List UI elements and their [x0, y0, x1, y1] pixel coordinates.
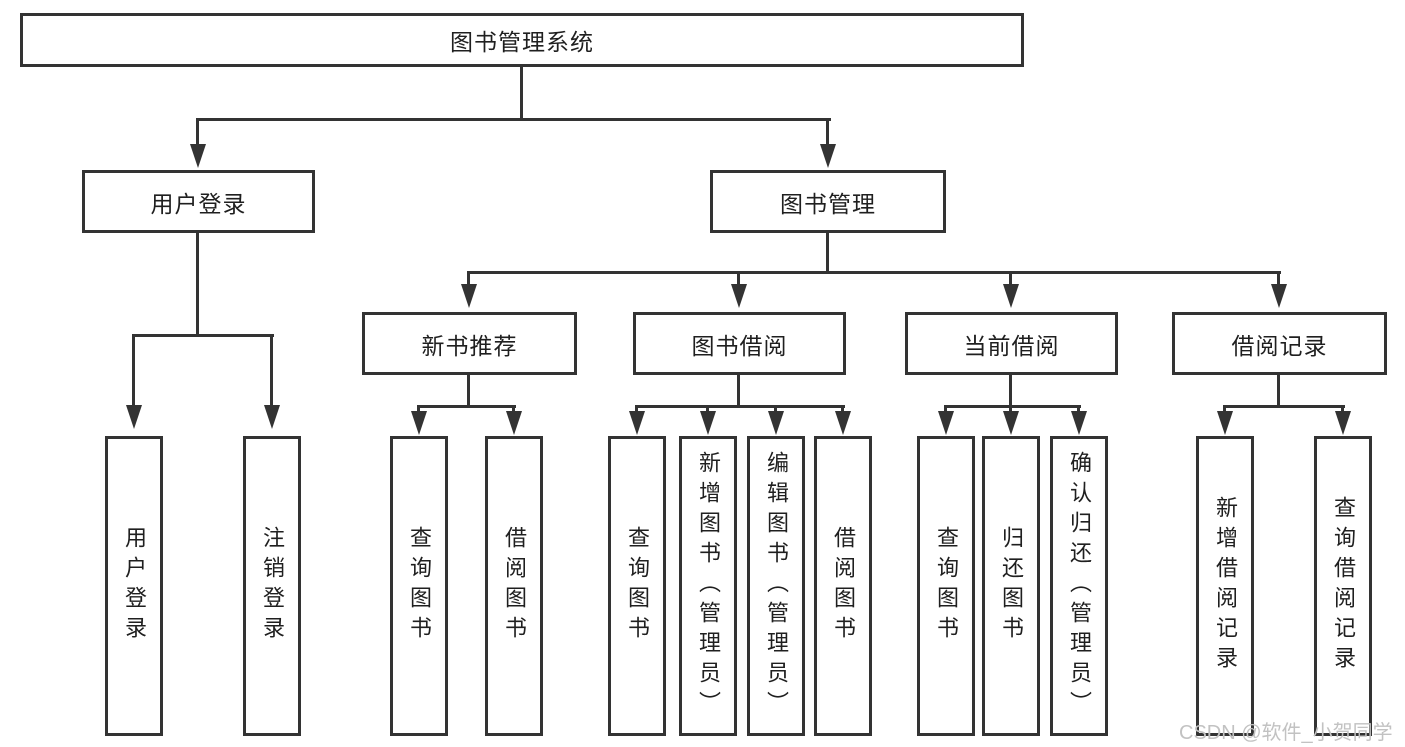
- node-root-label: 图书管理系统: [450, 29, 594, 55]
- arrow-to-user-login: [190, 144, 206, 168]
- leaf-add-books-admin-label: 新增图书（管理员）: [696, 451, 721, 721]
- connector-records-leaf2-arm: [1341, 405, 1344, 414]
- leaf-confirm-return-admin: 确认归还（管理员）: [1050, 436, 1108, 736]
- connector-current-leaf3-arm: [1077, 405, 1080, 414]
- connector-records-arm: [1277, 271, 1280, 286]
- arrow-to-current-borrow: [1003, 284, 1019, 308]
- leaf-borrow-books: 借阅图书: [814, 436, 872, 736]
- connector-user-hbar: [132, 334, 274, 337]
- connector-records-leaf1-arm: [1223, 405, 1226, 414]
- leaf-add-borrow-record: 新增借阅记录: [1196, 436, 1254, 736]
- node-borrow-records: 借阅记录: [1172, 312, 1387, 375]
- connector-newbook-hbar: [417, 405, 516, 408]
- connector-current-stem: [1009, 375, 1012, 407]
- connector-newbook-stem: [467, 375, 470, 407]
- connector-borrow-leaf1-arm: [635, 405, 638, 414]
- connector-root-stem: [520, 66, 523, 119]
- node-new-book-rec-label: 新书推荐: [421, 332, 518, 359]
- leaf-return-books-label: 归还图书: [999, 526, 1024, 646]
- node-new-book-rec: 新书推荐: [362, 312, 577, 375]
- connector-borrow-leaf2-arm: [706, 405, 709, 414]
- node-book-borrow: 图书借阅: [633, 312, 846, 375]
- leaf-borrow-query-books-label: 查询图书: [625, 526, 650, 646]
- node-book-mgmt-label: 图书管理: [780, 190, 876, 217]
- node-root: 图书管理系统: [20, 13, 1024, 67]
- connector-current-leaf2-arm: [1009, 405, 1012, 414]
- connector-mgmt-arm: [826, 118, 829, 146]
- arrow-to-book-mgmt: [820, 144, 836, 168]
- arrow-to-new-book-rec: [461, 284, 477, 308]
- arrow-to-current-leaf2: [1003, 411, 1019, 435]
- leaf-current-query-books-label: 查询图书: [934, 526, 959, 646]
- connector-newbook-arm: [467, 271, 470, 286]
- leaf-add-borrow-record-label: 新增借阅记录: [1213, 496, 1238, 676]
- arrow-to-newbook-leaf1: [411, 411, 427, 435]
- leaf-current-query-books: 查询图书: [917, 436, 975, 736]
- connector-current-hbar: [944, 405, 1081, 408]
- leaf-logout-label: 注销登录: [260, 526, 285, 646]
- node-current-borrow: 当前借阅: [905, 312, 1118, 375]
- leaf-edit-books-admin-label: 编辑图书（管理员）: [764, 451, 789, 721]
- arrow-to-records-leaf2: [1335, 411, 1351, 435]
- connector-mgmt-stem: [826, 233, 829, 272]
- arrow-to-user-leaf1: [126, 405, 142, 429]
- arrow-to-current-leaf1: [938, 411, 954, 435]
- leaf-user-login: 用户登录: [105, 436, 163, 736]
- leaf-query-borrow-record-label: 查询借阅记录: [1331, 496, 1356, 676]
- node-book-borrow-label: 图书借阅: [691, 332, 788, 359]
- connector-records-hbar: [1223, 405, 1345, 408]
- leaf-confirm-return-admin-label: 确认归还（管理员）: [1067, 451, 1092, 721]
- connector-newbook-leaf2-arm: [512, 405, 515, 414]
- connector-user-leaf1-arm: [132, 334, 135, 407]
- connector-borrow-leaf3-arm: [774, 405, 777, 414]
- connector-records-stem: [1277, 375, 1280, 407]
- leaf-borrow-query-books: 查询图书: [608, 436, 666, 736]
- leaf-newbook-query-books-label: 查询图书: [407, 526, 432, 646]
- arrow-to-user-leaf2: [264, 405, 280, 429]
- arrow-to-borrow-leaf3: [768, 411, 784, 435]
- node-borrow-records-label: 借阅记录: [1231, 332, 1328, 359]
- connector-user-leaf2-arm: [270, 334, 273, 407]
- arrow-to-current-leaf3: [1071, 411, 1087, 435]
- leaf-newbook-borrow-books-label: 借阅图书: [502, 526, 527, 646]
- connector-mgmt-hbar: [467, 271, 1281, 274]
- connector-current-leaf1-arm: [944, 405, 947, 414]
- leaf-borrow-books-label: 借阅图书: [831, 526, 856, 646]
- connector-user-stem: [196, 233, 199, 336]
- leaf-edit-books-admin: 编辑图书（管理员）: [747, 436, 805, 736]
- node-book-mgmt: 图书管理: [710, 170, 946, 233]
- arrow-to-records-leaf1: [1217, 411, 1233, 435]
- arrow-to-borrow-leaf2: [700, 411, 716, 435]
- leaf-newbook-borrow-books: 借阅图书: [485, 436, 543, 736]
- node-current-borrow-label: 当前借阅: [963, 332, 1060, 359]
- leaf-newbook-query-books: 查询图书: [390, 436, 448, 736]
- connector-borrow-stem: [737, 375, 740, 407]
- leaf-return-books: 归还图书: [982, 436, 1040, 736]
- leaf-user-login-label: 用户登录: [122, 526, 147, 646]
- node-user-login: 用户登录: [82, 170, 315, 233]
- arrow-to-newbook-leaf2: [506, 411, 522, 435]
- arrow-to-book-borrow: [731, 284, 747, 308]
- arrow-to-borrow-leaf4: [835, 411, 851, 435]
- connector-current-arm: [1009, 271, 1012, 286]
- node-user-login-label: 用户登录: [150, 190, 247, 217]
- connector-root-hbar: [196, 118, 831, 121]
- leaf-logout: 注销登录: [243, 436, 301, 736]
- connector-user-arm: [196, 118, 199, 146]
- connector-borrow-arm: [737, 271, 740, 286]
- arrow-to-borrow-records: [1271, 284, 1287, 308]
- leaf-query-borrow-record: 查询借阅记录: [1314, 436, 1372, 736]
- leaf-add-books-admin: 新增图书（管理员）: [679, 436, 737, 736]
- arrow-to-borrow-leaf1: [629, 411, 645, 435]
- connector-borrow-hbar: [635, 405, 845, 408]
- csdn-watermark: CSDN @软件_小贺同学: [1179, 722, 1393, 744]
- connector-borrow-leaf4-arm: [841, 405, 844, 414]
- connector-newbook-leaf1-arm: [417, 405, 420, 414]
